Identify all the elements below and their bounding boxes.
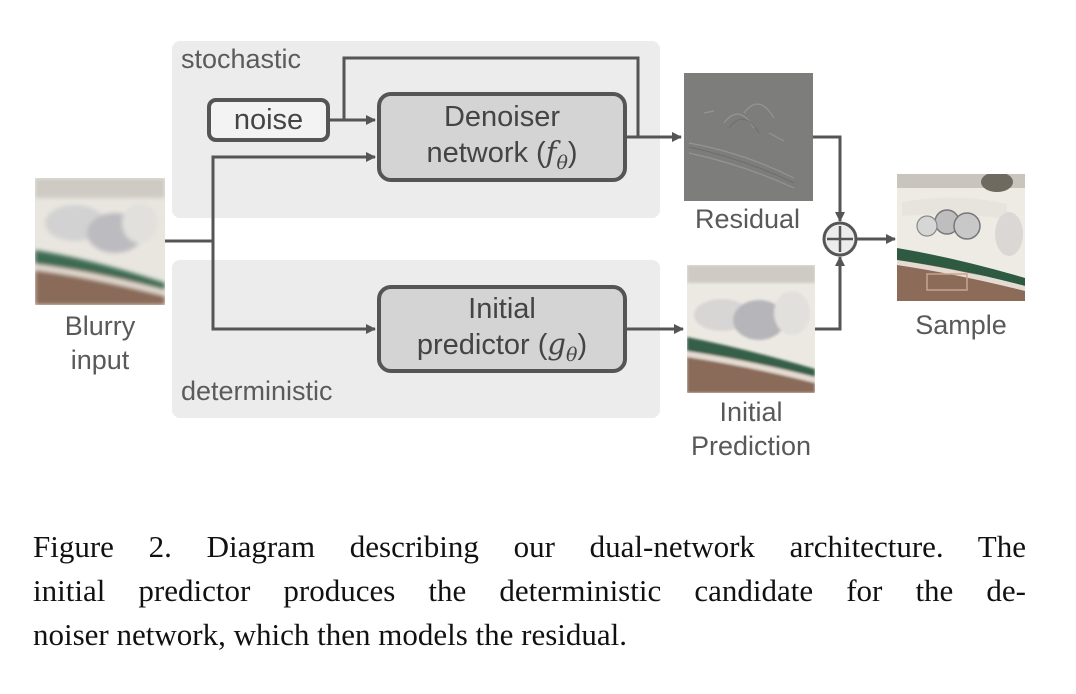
denoiser-title: Denoiser — [443, 100, 561, 133]
blurry-input-label: Blurry input — [64, 311, 136, 375]
figure-caption: Figure 2. Diagram describing our dual-ne… — [33, 525, 1026, 657]
caption-line-1: Figure 2. Diagram describing our dual-ne… — [33, 529, 1026, 564]
stochastic-label: stochastic — [181, 44, 302, 74]
wire-input-to-predictor — [211, 241, 376, 334]
noise-label: noise — [233, 103, 304, 136]
initial-predictor-node: Initial predictor (gθ) — [377, 285, 627, 373]
denoiser-network-node: Denoiser network (fθ) — [377, 92, 627, 182]
residual-label: Residual — [694, 204, 801, 234]
initial-prediction-image — [687, 265, 815, 393]
wire-initial-to-sum — [815, 256, 845, 331]
caption-line-3: noiser network, which then models the re… — [33, 617, 628, 652]
caption-line-2: initial predictor produces the determini… — [33, 573, 1026, 608]
wire-noise-skip — [342, 56, 640, 137]
wire-input-to-denoiser — [211, 152, 376, 241]
initial-prediction-label: Initial Prediction — [690, 397, 812, 461]
sum-operator-icon — [822, 221, 858, 257]
deterministic-label: deterministic — [181, 376, 333, 406]
sample-label: Sample — [915, 310, 1007, 340]
predictor-subtitle: predictor (gθ) — [416, 326, 588, 366]
wire-residual-to-sum — [813, 135, 845, 222]
predictor-title: Initial — [468, 292, 536, 325]
noise-node: noise — [207, 98, 330, 142]
residual-image — [684, 73, 813, 201]
sample-image — [897, 174, 1025, 301]
denoiser-subtitle: network (fθ) — [426, 134, 578, 174]
blurry-input-image — [35, 178, 165, 305]
